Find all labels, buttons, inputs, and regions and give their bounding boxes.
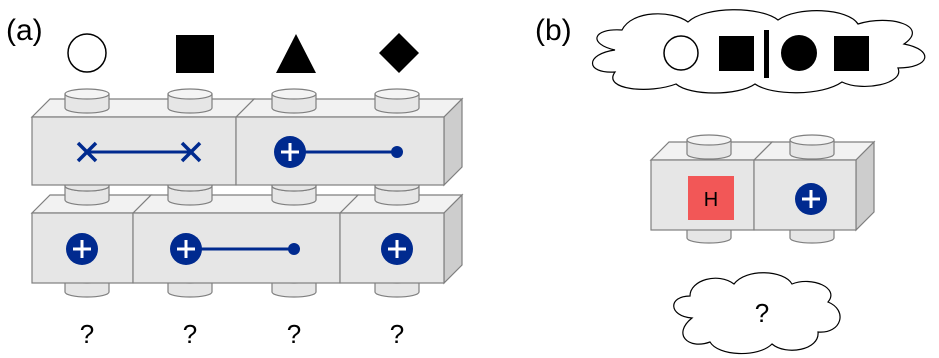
plus-gate-icon — [379, 231, 415, 267]
input-cloud — [592, 9, 926, 94]
plus-icon — [272, 134, 308, 170]
filled-square-icon — [834, 36, 869, 71]
output-unknown: ? — [755, 298, 769, 328]
swap-gate — [76, 141, 202, 163]
x-icon — [180, 141, 202, 163]
controlled-plus-gate-bottom — [168, 231, 300, 267]
filled-circle-icon — [781, 35, 817, 71]
control-dot-icon — [391, 146, 403, 158]
filled-diamond-icon — [379, 33, 419, 73]
hadamard-box — [688, 176, 734, 220]
hadamard-label: H — [704, 189, 718, 211]
panel-a-outputs: ? ? ? ? — [80, 319, 404, 349]
circle-outline-icon — [663, 35, 699, 71]
output-unknown: ? — [287, 319, 301, 349]
filled-triangle-icon — [276, 34, 316, 73]
panel-a-label: (a) — [6, 14, 43, 47]
panel-b-blocks — [649, 140, 876, 232]
output-unknown: ? — [80, 319, 94, 349]
output-unknown: ? — [183, 319, 197, 349]
control-dot-icon — [288, 243, 300, 255]
panel-a-inputs — [67, 33, 419, 73]
plus-gate-icon — [793, 181, 829, 217]
plus-icon — [168, 231, 204, 267]
circle-outline-icon — [67, 33, 107, 73]
x-icon — [76, 141, 98, 163]
filled-square-icon — [176, 35, 214, 73]
panel-b-label: (b) — [535, 14, 572, 47]
output-cloud: ? — [673, 272, 841, 355]
controlled-plus-gate-top — [272, 134, 403, 170]
filled-square-icon — [719, 36, 754, 71]
separator-bar — [764, 30, 769, 78]
hadamard-gate: H — [688, 176, 734, 220]
plus-gate-icon — [64, 231, 100, 267]
output-unknown: ? — [390, 319, 404, 349]
